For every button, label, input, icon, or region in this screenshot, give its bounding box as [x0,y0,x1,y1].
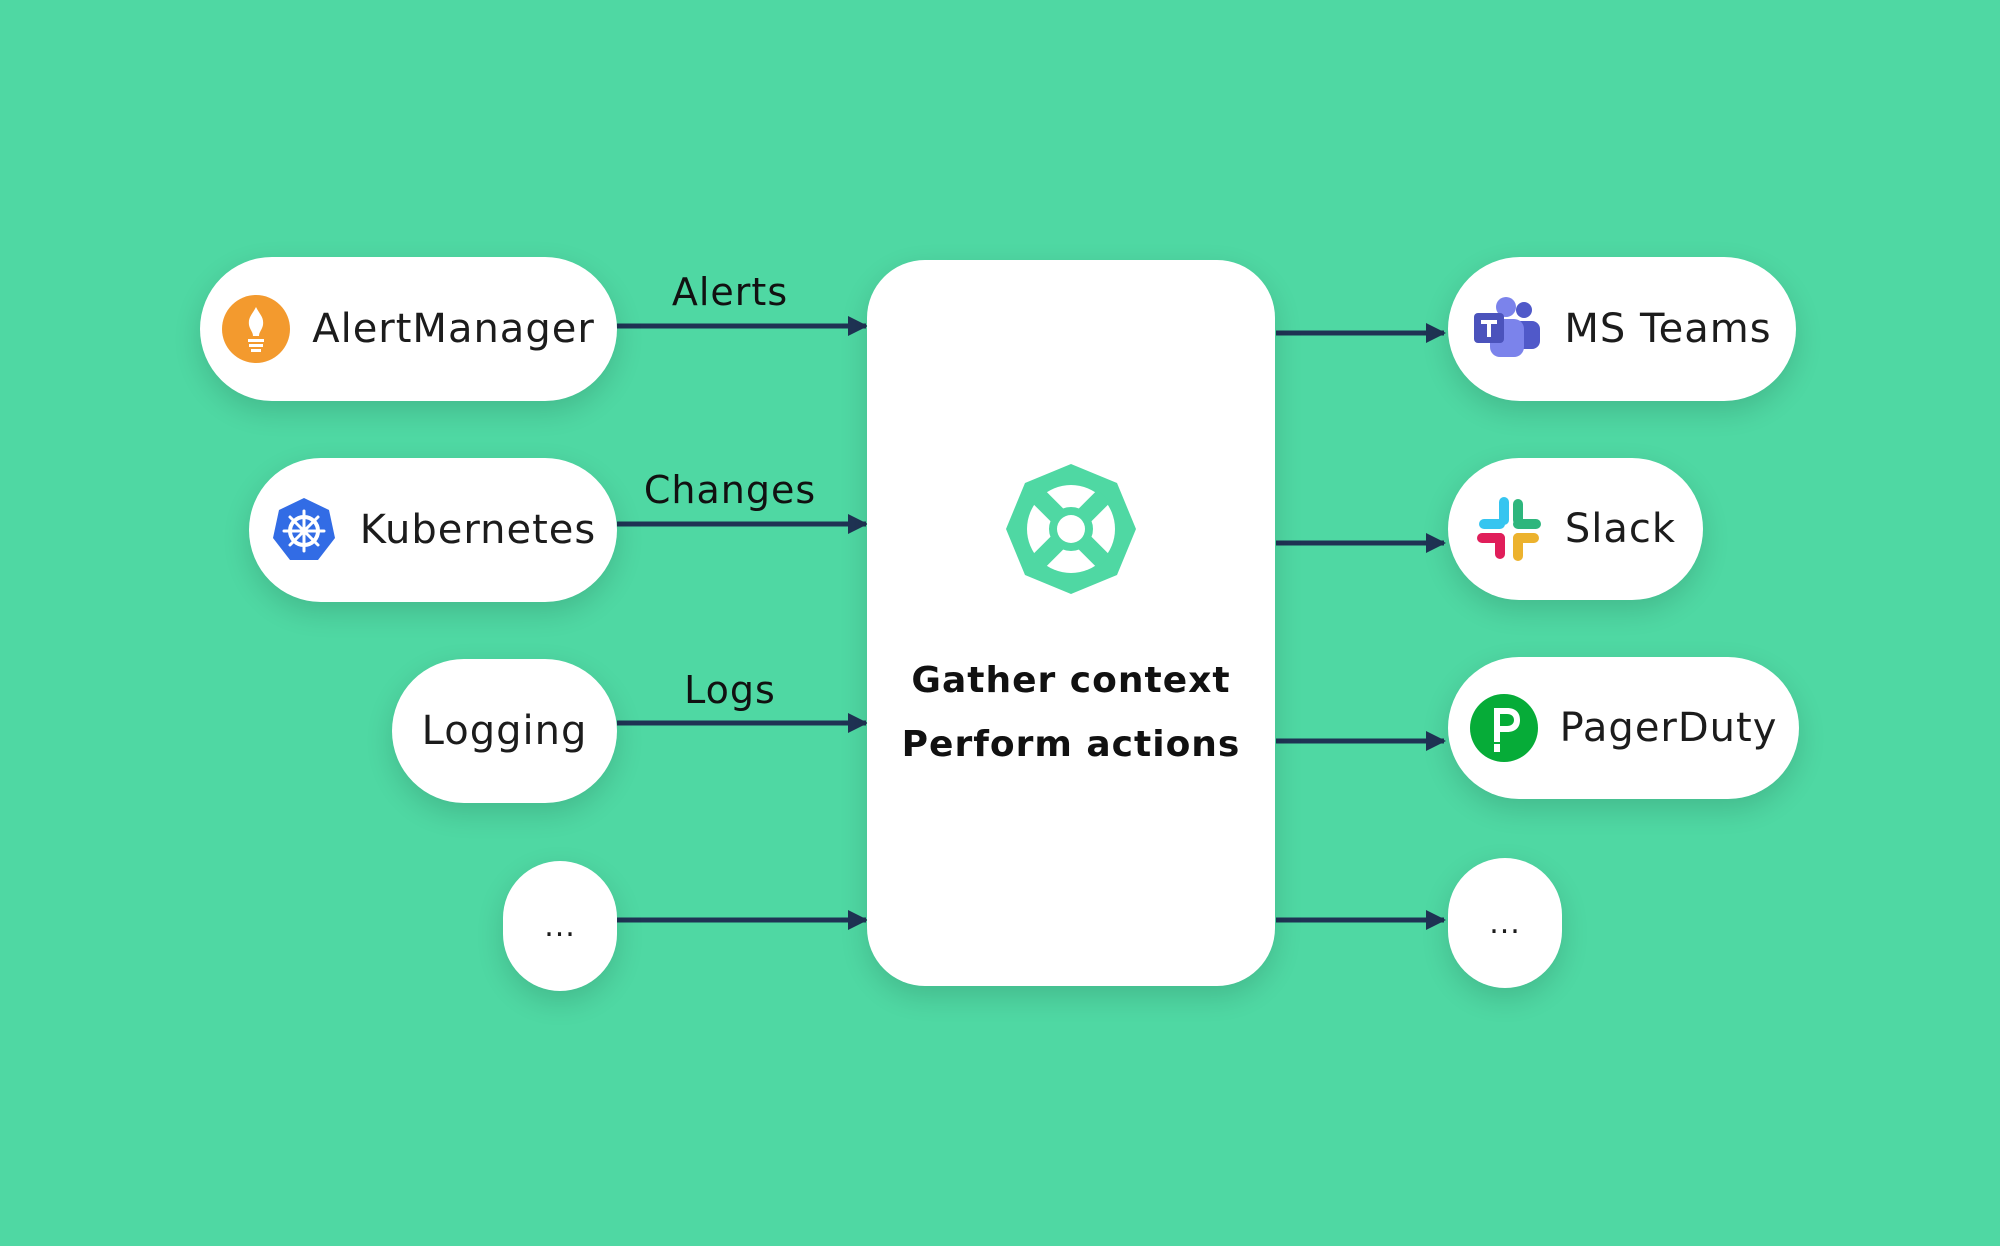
ellipsis-label: ... [544,908,576,944]
source-label: Kubernetes [359,507,597,553]
prometheus-icon [222,295,291,363]
pagerduty-icon [1469,694,1538,762]
robusta-lifebuoy-icon [1006,464,1136,594]
ms-teams-icon [1472,297,1542,361]
source-logging[interactable]: Logging [392,659,617,803]
source-alertmanager[interactable]: AlertManager [200,257,617,401]
destination-more[interactable]: ... [1448,858,1562,988]
destination-label: Slack [1564,506,1677,552]
kubernetes-icon [270,496,338,564]
source-label: Logging [421,708,588,754]
edge-label-changes: Changes [643,468,817,512]
center-title-line1: Gather context [911,660,1231,701]
edge-label-alerts: Alerts [671,270,789,314]
destination-label: PagerDuty [1559,705,1778,751]
source-more[interactable]: ... [503,861,617,991]
destination-pagerduty[interactable]: PagerDuty [1448,657,1799,799]
center-title-line2: Perform actions [901,724,1241,765]
ellipsis-label: ... [1489,905,1521,941]
destination-ms-teams[interactable]: MS Teams [1448,257,1796,401]
robusta-engine-box: Gather context Perform actions [867,260,1275,986]
source-label: AlertManager [312,306,595,352]
destination-slack[interactable]: Slack [1448,458,1703,600]
edge-label-logs: Logs [684,668,776,712]
slack-icon [1475,495,1543,563]
source-kubernetes[interactable]: Kubernetes [249,458,617,602]
destination-label: MS Teams [1564,306,1772,352]
